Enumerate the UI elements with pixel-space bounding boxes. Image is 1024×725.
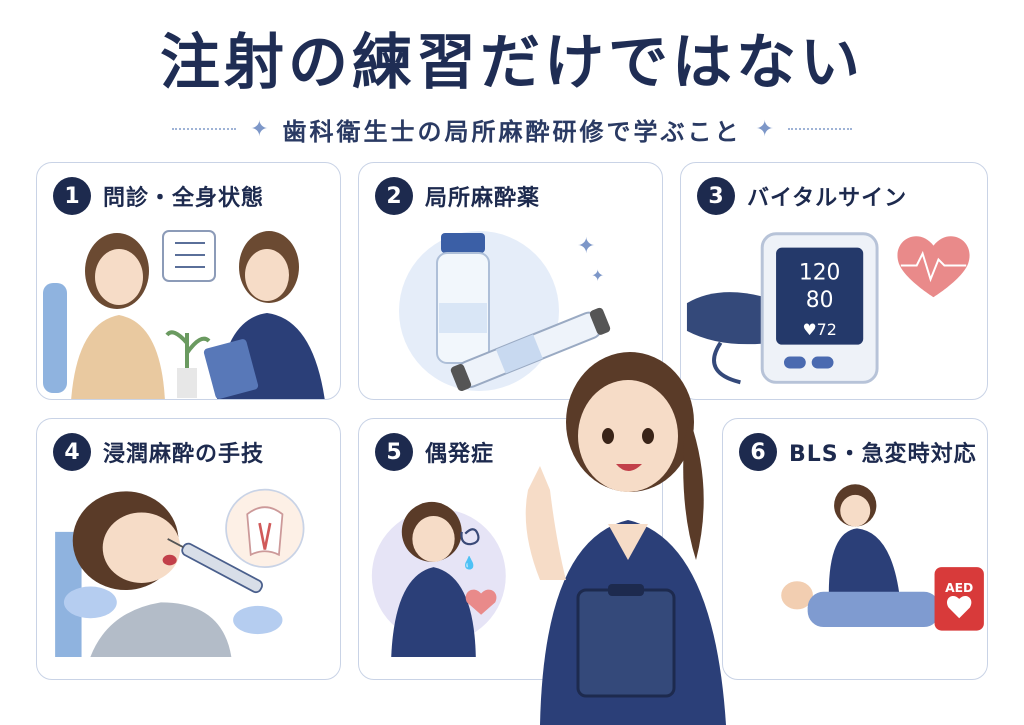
vial-cap-icon bbox=[441, 233, 485, 253]
card-number-badge: 3 bbox=[697, 177, 735, 215]
card-number-badge: 2 bbox=[375, 177, 413, 215]
rescuer-face bbox=[840, 494, 871, 527]
anesthetic-illustration: ✦ ✦ bbox=[399, 231, 611, 391]
svg-text:AED: AED bbox=[945, 581, 973, 595]
page-title: 注射の練習だけではない bbox=[160, 28, 864, 98]
aed-device-icon: AED bbox=[934, 567, 984, 631]
card-title: バイタルサイン bbox=[747, 186, 908, 211]
plant-icon bbox=[165, 330, 211, 373]
card-bls-emergency: 6 BLS・急変時対応 AED bbox=[722, 418, 988, 680]
sparkle-icon: ✦ bbox=[755, 116, 774, 142]
card-number-badge: 5 bbox=[375, 433, 413, 471]
card-title: 浸潤麻酔の手技 bbox=[103, 442, 265, 467]
patient-face bbox=[102, 512, 181, 583]
card-header: 5 偶発症 bbox=[375, 433, 494, 471]
bp-cuff-icon bbox=[686, 292, 773, 345]
card-number-badge: 6 bbox=[739, 433, 777, 471]
smile bbox=[616, 464, 642, 471]
complication-illustration: 💧 bbox=[371, 501, 506, 657]
hygienist-pointing-illustration bbox=[525, 352, 726, 725]
dotted-divider bbox=[172, 128, 237, 130]
patient-face bbox=[95, 249, 143, 305]
ponytail bbox=[683, 420, 704, 560]
patient-body bbox=[71, 315, 165, 399]
cartridge-icon bbox=[450, 307, 611, 391]
card-number-badge: 1 bbox=[53, 177, 91, 215]
clipboard-icon bbox=[576, 588, 676, 698]
card-title: BLS・急変時対応 bbox=[789, 442, 977, 467]
card-title: 局所麻酔薬 bbox=[425, 186, 541, 211]
svg-text:✦: ✦ bbox=[591, 266, 604, 285]
cpr-illustration: AED bbox=[781, 484, 984, 631]
card-header: 4 浸潤麻酔の手技 bbox=[53, 433, 264, 471]
card-medical-interview: 1 問診・全身状態 bbox=[36, 162, 341, 400]
card-vital-signs: 3 バイタルサイン 120 80 ♥72 bbox=[680, 162, 988, 400]
dental-chair-icon bbox=[43, 283, 67, 393]
pulse-value: ♥72 bbox=[802, 320, 836, 339]
card-header: 6 BLS・急変時対応 bbox=[739, 433, 977, 471]
heart-ecg-icon bbox=[897, 236, 970, 298]
syringe-icon bbox=[167, 538, 263, 594]
gloved-hand-icon bbox=[233, 605, 283, 635]
rescuer-scrubs bbox=[828, 528, 900, 594]
face bbox=[578, 380, 678, 492]
hygienist-face bbox=[245, 249, 289, 301]
patient-head bbox=[781, 581, 813, 610]
card-title: 偶発症 bbox=[425, 442, 495, 467]
patient-body bbox=[807, 591, 940, 628]
right-eye bbox=[642, 428, 654, 444]
open-mouth bbox=[162, 554, 177, 566]
vitals-illustration: 120 80 ♥72 bbox=[686, 232, 970, 385]
card-number-badge: 4 bbox=[53, 433, 91, 471]
worried-patient-face bbox=[412, 516, 455, 562]
pointing-arm bbox=[525, 466, 566, 580]
page-subtitle: 歯科衛生士の局所麻酔研修で学ぶこと bbox=[282, 117, 742, 146]
card-header: 2 局所麻酔薬 bbox=[375, 177, 540, 215]
systolic-value: 120 bbox=[799, 260, 841, 285]
dotted-divider bbox=[787, 128, 852, 130]
diastolic-value: 80 bbox=[806, 288, 834, 313]
card-infiltration-technique: 4 浸潤麻酔の手技 bbox=[36, 418, 341, 680]
sparkle-icon: ✦ bbox=[250, 116, 269, 142]
clipboard-icon bbox=[203, 339, 259, 399]
card-header: 3 バイタルサイン bbox=[697, 177, 907, 215]
interview-illustration bbox=[43, 230, 325, 399]
svg-text:✦: ✦ bbox=[577, 234, 595, 259]
card-header: 1 問診・全身状態 bbox=[53, 177, 264, 215]
card-title: 問診・全身状態 bbox=[103, 186, 265, 211]
dizzy-swirl-icon bbox=[460, 528, 480, 546]
injection-illustration bbox=[55, 488, 305, 657]
subtitle-row: ✦ 歯科衛生士の局所麻酔研修で学ぶこと ✦ bbox=[0, 112, 1024, 146]
sweat-drop-icon: 💧 bbox=[462, 555, 477, 570]
left-eye bbox=[602, 428, 614, 444]
gloved-hand-icon bbox=[63, 586, 117, 619]
bp-monitor-screen bbox=[776, 247, 864, 345]
heart-icon bbox=[465, 589, 497, 615]
patient-scrubs bbox=[391, 567, 476, 657]
card-local-anesthetic: 2 局所麻酔薬 ✦ ✦ bbox=[358, 162, 663, 400]
